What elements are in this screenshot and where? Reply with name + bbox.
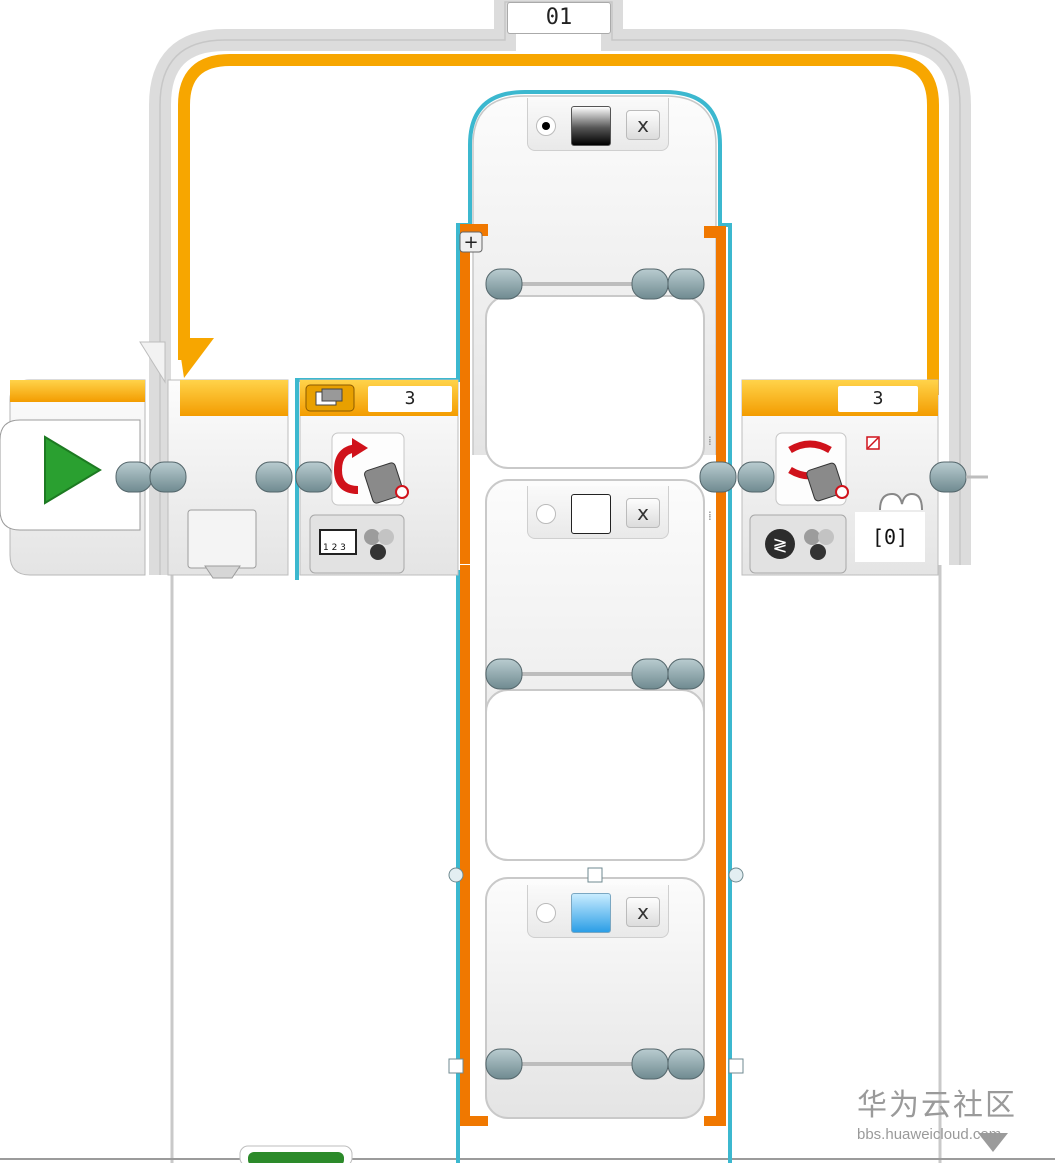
switch-port-field[interactable]: 3 bbox=[368, 386, 452, 412]
loop-exit-output-plug bbox=[929, 461, 988, 493]
color-swatch-blue[interactable] bbox=[571, 893, 611, 933]
color-sensor-compare-icon bbox=[775, 432, 849, 506]
case-tab-white[interactable]: x bbox=[527, 486, 669, 539]
add-case-label: + bbox=[463, 232, 478, 253]
case-3-exit-plug bbox=[631, 1048, 705, 1080]
default-case-radio[interactable] bbox=[536, 903, 556, 923]
case-frame bbox=[460, 224, 726, 1126]
svg-text:1 2 3: 1 2 3 bbox=[323, 543, 346, 553]
loop-exit-input-plug bbox=[737, 461, 775, 493]
case-tab-black[interactable]: x bbox=[527, 98, 669, 151]
color-swatch-white[interactable] bbox=[571, 494, 611, 534]
remove-case-button[interactable]: x bbox=[626, 110, 660, 140]
switch-output-plug bbox=[699, 461, 737, 493]
resize-grip-icon[interactable]: ⁞ bbox=[708, 434, 712, 448]
resize-handle-right[interactable] bbox=[728, 867, 744, 883]
loop-input-plug bbox=[149, 461, 187, 493]
remove-case-button[interactable]: x bbox=[626, 498, 660, 528]
resize-handle-left[interactable] bbox=[448, 867, 464, 883]
next-block-green-bar bbox=[248, 1152, 344, 1163]
default-case-radio[interactable] bbox=[536, 116, 556, 136]
remove-case-button[interactable]: x bbox=[626, 897, 660, 927]
play-icon[interactable] bbox=[44, 435, 102, 505]
watermark-brand: 华为云社区 bbox=[857, 1088, 1017, 1123]
scroll-down-icon[interactable] bbox=[978, 1133, 1008, 1152]
add-case-button[interactable]: + bbox=[459, 231, 483, 253]
switch-outline bbox=[295, 90, 732, 1163]
case-1-entry-plug bbox=[485, 268, 523, 300]
resize-handle-center[interactable] bbox=[587, 867, 603, 883]
switch-input-plug bbox=[295, 461, 333, 493]
start-output-plug bbox=[115, 461, 153, 493]
colors-output-value: [0] bbox=[871, 525, 909, 549]
watermark-url: bbs.huaweicloud.com bbox=[857, 1126, 1002, 1143]
svg-text:≷: ≷ bbox=[772, 535, 787, 556]
error-indicator-icon bbox=[866, 436, 880, 450]
loop-name-field[interactable]: 01 bbox=[507, 2, 611, 34]
switch-flow-toggle-icon[interactable] bbox=[305, 384, 355, 412]
case-panel-1[interactable] bbox=[485, 295, 705, 469]
color-swatch-black[interactable] bbox=[571, 106, 611, 146]
default-case-radio[interactable] bbox=[536, 504, 556, 524]
case-tab-blue[interactable]: x bbox=[527, 885, 669, 938]
resize-grip-icon[interactable]: ⁞ bbox=[708, 509, 712, 523]
case-2-entry-plug bbox=[485, 658, 523, 690]
case-2-exit-plug bbox=[631, 658, 705, 690]
watermark: 华为云社区 bbs.huaweicloud.com bbox=[857, 1080, 1017, 1143]
resize-handle-bottom-left[interactable] bbox=[448, 1058, 464, 1074]
color-sensor-icon bbox=[331, 432, 409, 506]
loop-internal-plug bbox=[255, 461, 293, 493]
mode-selector-button[interactable]: 1 2 3 bbox=[309, 514, 405, 574]
case-3-entry-plug bbox=[485, 1048, 523, 1080]
resize-handle-bottom-right[interactable] bbox=[728, 1058, 744, 1074]
loop-exit-port-field[interactable]: 3 bbox=[838, 386, 918, 412]
case-1-exit-plug bbox=[631, 268, 705, 300]
case-panel-2[interactable] bbox=[485, 479, 705, 861]
exit-mode-selector-button[interactable]: ≷ bbox=[749, 514, 847, 574]
